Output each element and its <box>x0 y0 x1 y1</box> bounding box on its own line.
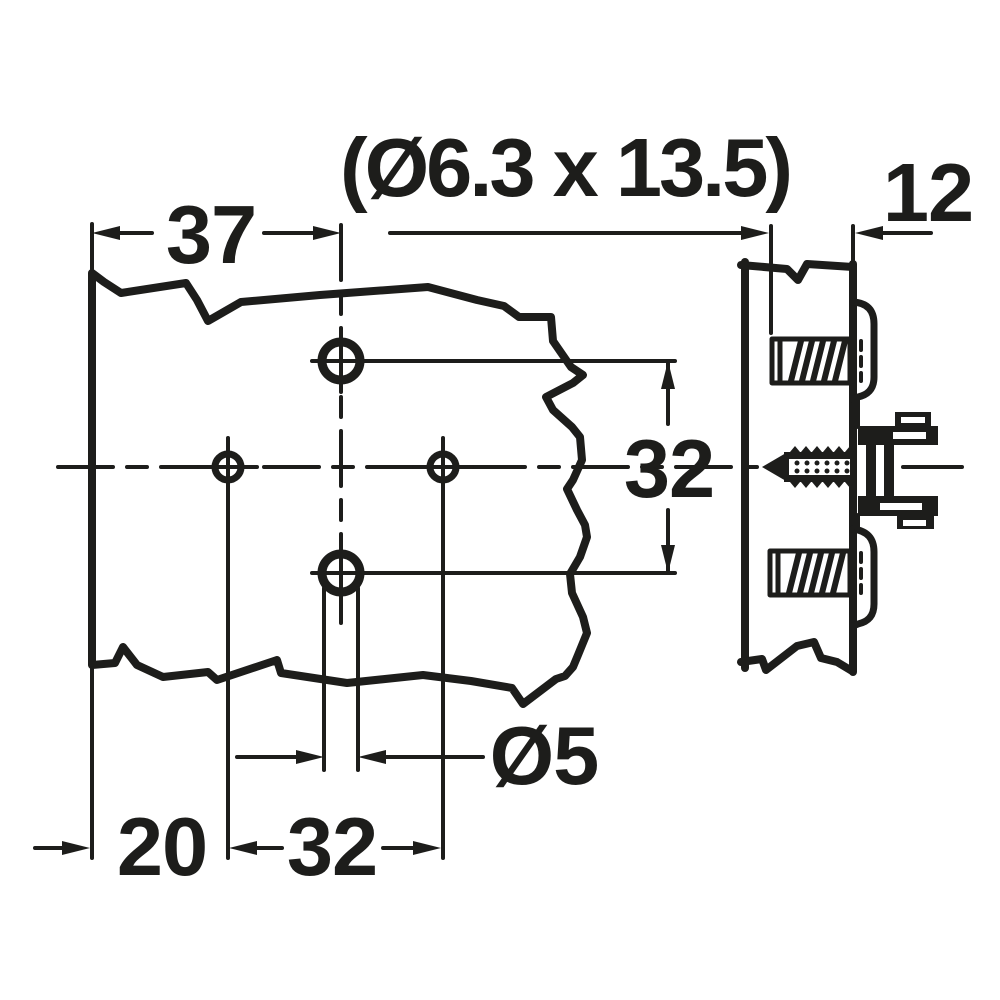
screw-spec-label: (Ø6.3 x 13.5) <box>340 121 790 214</box>
arrowhead-left <box>92 226 120 240</box>
dim-20-label: 20 <box>117 800 207 893</box>
dimension-screw-spec: (Ø6.3 x 13.5) <box>340 121 793 335</box>
dimensions: 37 (Ø6.3 x 13.5) 12 32 <box>33 121 974 893</box>
panel-bottom-break-edge <box>737 638 856 675</box>
stud-web-back <box>884 445 894 496</box>
arrowhead-left <box>358 750 386 764</box>
arrowhead-right <box>313 226 341 240</box>
arrowhead-right <box>296 750 324 764</box>
dim-37-label: 37 <box>166 188 256 281</box>
dim-32-horizontal-label: 32 <box>287 800 377 893</box>
euro-screw-top-threads <box>788 338 848 384</box>
euro-screw-top <box>769 336 863 386</box>
screw-hole-top <box>317 337 365 385</box>
screw-hole-right <box>426 450 460 484</box>
stud-top-cap-slot <box>901 417 925 423</box>
screw-hole-bottom <box>317 549 365 597</box>
dim-hole-diameter-label: Ø5 <box>490 709 599 802</box>
euro-screw-bottom-threads <box>786 550 846 596</box>
arrowhead-left <box>855 226 883 240</box>
screw-hole-left <box>211 450 245 484</box>
stud-top-arm-slot <box>893 432 926 439</box>
stud-bottom-cap-slot <box>903 520 926 526</box>
dim-32-vertical-label: 32 <box>624 422 714 515</box>
arrowhead-right <box>413 841 441 855</box>
arrowhead-right <box>741 226 769 240</box>
mounting-plate-profile <box>849 298 878 630</box>
plate-bottom-screw-boss <box>849 525 878 630</box>
mounting-stud <box>858 412 964 529</box>
euro-screw-bottom <box>767 548 863 598</box>
plate-top-screw-boss <box>849 298 878 403</box>
dimension-20: 20 <box>33 666 208 893</box>
arrowhead-down <box>661 545 675 573</box>
dimension-hole-diameter: Ø5 <box>235 586 599 802</box>
stud-bottom-arm-slot <box>880 503 922 510</box>
dim-12-label: 12 <box>883 146 973 239</box>
dimension-32-horizontal: 32 <box>229 800 441 893</box>
stud-web-front <box>866 445 876 496</box>
wood-screw-middle <box>762 446 854 488</box>
panel-top-break-edge <box>737 260 857 284</box>
plate-outline-broken-section <box>88 269 591 708</box>
dimension-32-vertical: 32 <box>624 359 715 575</box>
front-view <box>56 223 759 860</box>
dimension-12: 12 <box>851 146 974 263</box>
side-view <box>737 258 964 676</box>
arrowhead-right <box>62 841 90 855</box>
wood-screw-thread-dots <box>794 460 850 474</box>
arrowhead-left <box>229 841 257 855</box>
dimension-37: 37 <box>90 188 341 281</box>
wood-screw-thread-teeth <box>790 446 854 488</box>
arrowhead-up <box>661 361 675 389</box>
wood-screw-tip <box>762 453 786 481</box>
